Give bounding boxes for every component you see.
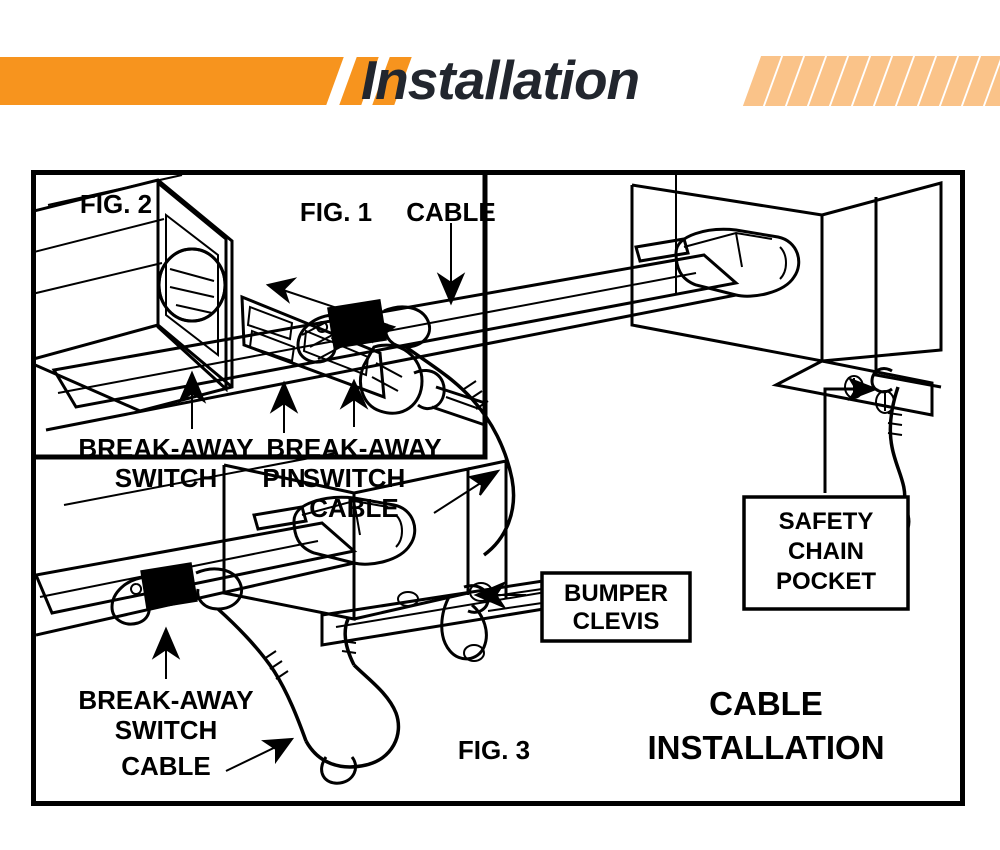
fig2-figure-label: FIG. 2: [80, 189, 152, 219]
diagram-caption-line1: CABLE: [709, 685, 823, 722]
fig2-label-breakaway: BREAK-AWAY: [266, 433, 441, 463]
safety-chain-pocket-line1: SAFETY: [779, 508, 874, 535]
diagram-caption-line2: INSTALLATION: [647, 729, 884, 766]
bumper-clevis-callout: [487, 571, 692, 643]
bumper-clevis-line1: BUMPER: [564, 580, 668, 607]
fig2-breakaway-arrow: [339, 378, 369, 427]
fig3-label-breakaway: BREAK-AWAY: [78, 685, 253, 715]
safety-chain-pocket-line2: CHAIN: [788, 538, 864, 565]
fig2-cable-leader-arrow: [433, 469, 501, 514]
fig3-clevis-arrow: [473, 580, 526, 610]
page-title: Installation: [360, 49, 640, 111]
fig1-panel-border: [36, 175, 488, 460]
fig1-figure-label: FIG. 1: [300, 197, 372, 227]
fig2-label-switch: SWITCH: [303, 463, 406, 493]
installation-diagram: FIG. 2 BREAK-AWAY SWITCH CABLE SAFETY CH…: [31, 170, 965, 806]
safety-chain-pocket-callout: [742, 377, 910, 611]
fig1-illustration: [36, 175, 486, 433]
bumper-clevis-line2: CLEVIS: [573, 608, 660, 635]
diagram-canvas: FIG. 2 BREAK-AWAY SWITCH CABLE SAFETY CH…: [36, 175, 943, 785]
fig1-label-cable: CABLE: [406, 197, 496, 227]
fig3-figure-label: FIG. 3: [458, 735, 530, 765]
fig1-label-breakaway: BREAK-AWAY: [78, 433, 253, 463]
fig3-label-cable: CABLE: [121, 751, 211, 781]
safety-chain-pocket-line3: POCKET: [776, 568, 876, 595]
page-header-banner: Installation: [0, 45, 1000, 115]
fig2-illustration: [45, 175, 943, 557]
fig3-label-switch: SWITCH: [115, 715, 218, 745]
